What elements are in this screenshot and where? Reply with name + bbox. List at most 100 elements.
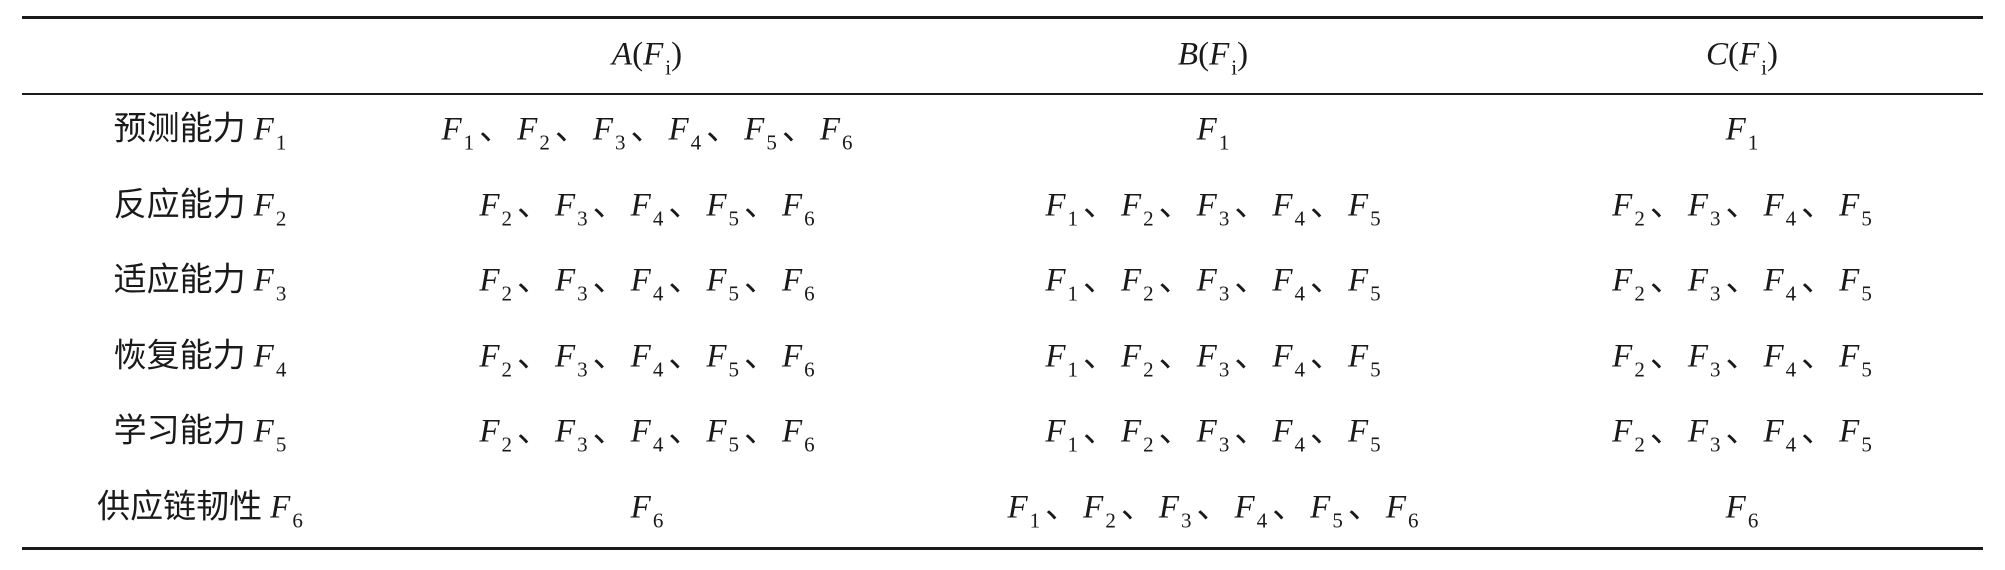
table-cell-col-c: F2、F3、F4、F5 — [1612, 187, 1872, 229]
factor-subscript: 5 — [1861, 357, 1872, 382]
table-cell-col-b: F1、F2、F3、F4、F5 — [1045, 338, 1380, 380]
factor-subscript: 1 — [1218, 130, 1230, 155]
factor-symbol: F — [744, 111, 765, 148]
factor-subscript: 5 — [1861, 206, 1872, 231]
factor-symbol: F — [1612, 187, 1633, 224]
separator: 、 — [1725, 262, 1759, 299]
header-symbol: F — [1209, 36, 1230, 73]
separator: 、 — [1234, 262, 1268, 299]
header-cell-c: C(Fi) — [1705, 36, 1779, 80]
factor-subscript: 3 — [615, 130, 626, 155]
factor-subscript: 2 — [1143, 432, 1154, 457]
factor-subscript: 2 — [1634, 281, 1645, 306]
separator: 、 — [1045, 489, 1079, 526]
factor-subscript: 4 — [1785, 281, 1797, 306]
table-cell-col-c: F2、F3、F4、F5 — [1612, 413, 1872, 455]
separator: 、 — [592, 187, 626, 224]
factor-subscript: 3 — [577, 357, 588, 382]
factor-subscript: 5 — [766, 130, 777, 155]
factor-subscript: 6 — [804, 206, 815, 231]
factor-symbol: F — [782, 338, 803, 375]
factor-subscript: 5 — [728, 432, 740, 457]
separator: 、 — [516, 262, 550, 299]
separator: 、 — [1082, 262, 1116, 299]
separator: 、 — [1234, 187, 1268, 224]
factor-subscript: 2 — [1143, 357, 1154, 382]
factor-symbol: F — [1007, 489, 1028, 526]
factor-symbol: F — [668, 111, 689, 148]
row-label-symbol: F — [253, 187, 274, 224]
separator: 、 — [1158, 262, 1192, 299]
factor-subscript: 1 — [1067, 357, 1078, 382]
factor-subscript: 6 — [1747, 508, 1759, 533]
row-label-subscript: 6 — [292, 508, 303, 533]
factor-subscript: 4 — [652, 206, 664, 231]
factor-subscript: 4 — [652, 281, 664, 306]
separator: 、 — [1725, 338, 1759, 375]
table-cell-col-a: F6 — [631, 491, 664, 531]
factor-symbol: F — [1120, 262, 1142, 299]
separator: 、 — [706, 111, 740, 148]
factor-symbol: F — [630, 338, 651, 375]
factor-subscript: 6 — [842, 130, 853, 155]
separator: 、 — [1649, 262, 1683, 299]
row-label-subscript: 2 — [275, 206, 287, 231]
factor-symbol: F — [554, 413, 576, 450]
factor-subscript: 4 — [1294, 281, 1306, 306]
factor-symbol: F — [782, 187, 803, 224]
row-label: 恢复能力 — [113, 338, 246, 375]
separator: 、 — [592, 262, 626, 299]
factor-subscript: 2 — [1634, 206, 1645, 231]
separator: 、 — [1801, 413, 1835, 450]
factor-symbol: F — [479, 262, 500, 299]
factor-symbol: F — [1045, 262, 1066, 299]
separator: 、 — [781, 111, 815, 148]
factor-symbol: F — [554, 262, 576, 299]
row-label-symbol: F — [253, 111, 274, 148]
factor-subscript: 3 — [1218, 206, 1230, 231]
separator: 、 — [1158, 413, 1192, 450]
factor-symbol: F — [1839, 413, 1860, 450]
separator: 、 — [1158, 338, 1192, 375]
row-label-subscript: 1 — [275, 130, 287, 155]
separator: 、 — [668, 338, 702, 375]
factor-subscript: 6 — [804, 281, 815, 306]
factor-symbol: F — [1348, 262, 1369, 299]
factor-subscript: 4 — [1785, 432, 1797, 457]
factor-subscript: 3 — [577, 206, 588, 231]
table-cell-col-a: F2、F3、F4、F5、F6 — [479, 413, 814, 455]
separator: 、 — [1310, 338, 1344, 375]
factor-symbol: F — [1612, 338, 1633, 375]
separator: 、 — [1801, 338, 1835, 375]
table-cell-col-b: F1、F2、F3、F4、F5 — [1045, 413, 1380, 455]
factor-symbol: F — [1083, 489, 1104, 526]
factor-subscript: 5 — [728, 281, 740, 306]
factor-subscript: 3 — [1218, 357, 1230, 382]
header-symbol: F — [643, 36, 664, 73]
table-cell-col-b: F1、F2、F3、F4、F5、F6 — [1007, 489, 1418, 531]
factor-symbol: F — [1120, 413, 1142, 450]
table-cell-col-c: F6 — [1726, 491, 1759, 531]
factor-symbol: F — [1763, 262, 1784, 299]
factor-subscript: 5 — [728, 357, 740, 382]
factor-symbol: F — [1687, 187, 1708, 224]
factor-subscript: 1 — [1067, 206, 1078, 231]
factor-subscript: 5 — [1370, 281, 1381, 306]
row-label: 供应链韧性 — [97, 489, 263, 526]
factor-symbol: F — [1348, 187, 1369, 224]
factor-symbol: F — [1310, 489, 1331, 526]
table-cell-col-b: F1 — [1196, 111, 1230, 153]
factor-symbol: F — [1120, 187, 1142, 224]
factor-symbol: F — [1385, 489, 1407, 526]
factor-subscript: 5 — [1370, 432, 1381, 457]
row-label: 适应能力 — [113, 262, 246, 299]
table-cell-col-c: F1 — [1726, 113, 1759, 153]
factor-symbol: F — [1196, 111, 1217, 148]
factor-symbol: F — [819, 111, 841, 148]
factor-symbol: F — [479, 413, 500, 450]
separator: 、 — [1310, 413, 1344, 450]
factor-subscript: 3 — [1710, 432, 1721, 457]
factor-symbol: F — [1839, 338, 1860, 375]
